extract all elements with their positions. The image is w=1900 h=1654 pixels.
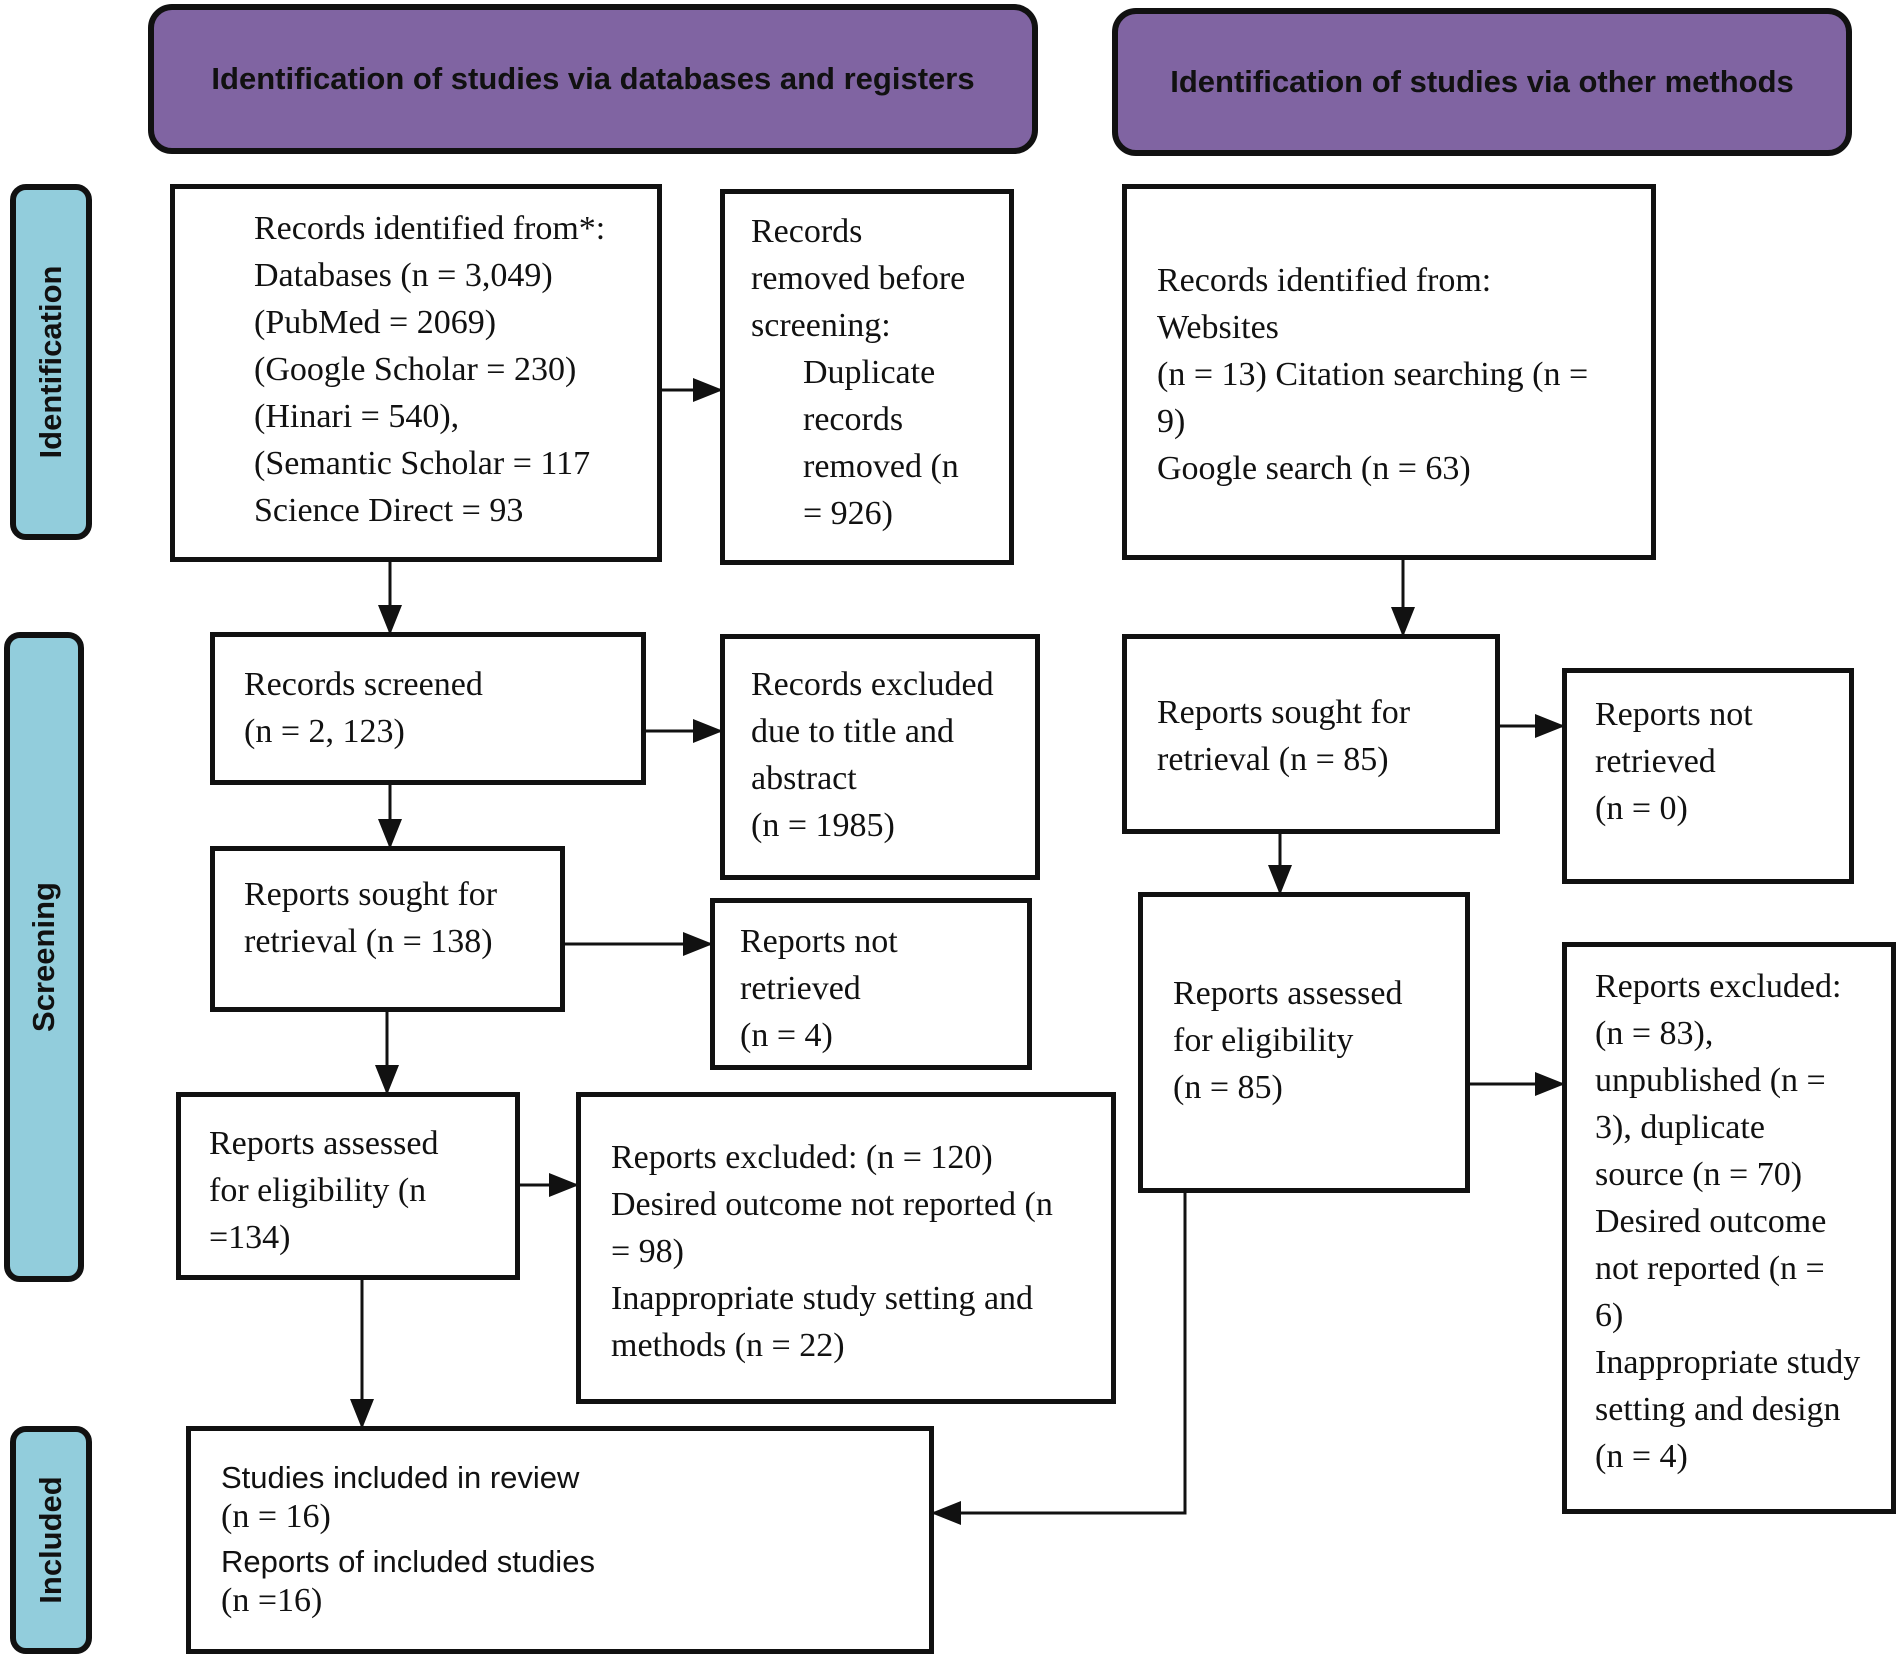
- text-line: (n = 85): [1173, 1069, 1283, 1106]
- text-line: (n = 1985): [751, 807, 895, 844]
- text-line: setting and design: [1595, 1391, 1841, 1428]
- text-line: (n = 4): [740, 1017, 833, 1054]
- box-reports-assessed-other: Reports assessed for eligibility (n = 85…: [1138, 892, 1470, 1193]
- text-line: for eligibility: [1173, 1022, 1354, 1059]
- text-line: retrieval (n = 138): [244, 923, 493, 960]
- text-line: unpublished (n =: [1595, 1062, 1826, 1099]
- text-line: retrieved: [1595, 743, 1716, 780]
- text-line: Records excluded: [751, 666, 994, 703]
- text-line: Reports assessed: [1173, 975, 1403, 1012]
- text-line: (n =16): [221, 1582, 323, 1619]
- text-line: Records screened: [244, 666, 483, 703]
- text-line: (n = 13) Citation searching (n =: [1157, 356, 1589, 393]
- box-reports-sought-other: Reports sought for retrieval (n = 85): [1122, 634, 1500, 834]
- box-records-removed: Records removed before screening: Duplic…: [720, 189, 1014, 565]
- text-line: Reports excluded:: [1595, 968, 1842, 1005]
- text-line: Reports sought for: [1157, 694, 1411, 731]
- box-reports-not-retrieved-other: Reports not retrieved (n = 0): [1562, 668, 1854, 884]
- box-studies-included: Studies included in review (n = 16) Repo…: [186, 1426, 934, 1654]
- text-line: Records identified from*:: [254, 210, 606, 247]
- header-databases-registers: Identification of studies via databases …: [148, 4, 1038, 154]
- text-line: Reports not: [740, 923, 898, 960]
- text-line: abstract: [751, 760, 857, 797]
- text-line: due to title and: [751, 713, 955, 750]
- text-line: (n = 2, 123): [244, 713, 405, 750]
- box-reports-not-retrieved-databases: Reports not retrieved (n = 4): [710, 898, 1032, 1070]
- phase-screening: Screening: [4, 632, 84, 1282]
- text-line: (Semantic Scholar = 117: [254, 445, 591, 482]
- text-line: source (n = 70): [1595, 1156, 1803, 1193]
- text-line: (n = 16): [221, 1498, 331, 1535]
- box-reports-assessed-databases: Reports assessed for eligibility (n =134…: [176, 1092, 520, 1280]
- text-line: Desired outcome not reported (n: [611, 1186, 1053, 1223]
- text-line: (n = 83),: [1595, 1015, 1714, 1052]
- text-line: Science Direct = 93: [254, 492, 524, 529]
- phase-included: Included: [10, 1426, 92, 1654]
- text-line: 3), duplicate: [1595, 1109, 1765, 1146]
- box-reports-excluded-databases: Reports excluded: (n = 120) Desired outc…: [576, 1092, 1116, 1404]
- text-line: Reports assessed: [209, 1125, 439, 1162]
- text-line: (Hinari = 540),: [254, 398, 460, 435]
- box-reports-sought-databases: Reports sought for retrieval (n = 138): [210, 846, 565, 1012]
- text-line: Reports of included studies: [221, 1544, 595, 1579]
- text-line: Studies included in review: [221, 1460, 580, 1495]
- text-line: Duplicate: [803, 354, 936, 391]
- text-line: 9): [1157, 403, 1186, 440]
- text-line: Reports sought for: [244, 876, 498, 913]
- box-reports-excluded-other: Reports excluded: (n = 83), unpublished …: [1562, 942, 1896, 1514]
- text-line: Databases (n = 3,049): [254, 257, 553, 294]
- box-records-identified-databases: Records identified from*: Databases (n =…: [170, 184, 662, 562]
- phase-identification: Identification: [10, 184, 92, 540]
- text-line: Reports not: [1595, 696, 1753, 733]
- text-line: screening:: [751, 307, 891, 344]
- text-line: =134): [209, 1219, 291, 1256]
- text-line: not reported (n =: [1595, 1250, 1825, 1287]
- header-other-methods: Identification of studies via other meth…: [1112, 8, 1852, 156]
- text-line: retrieval (n = 85): [1157, 741, 1389, 778]
- text-line: Records: [751, 213, 863, 250]
- box-records-screened: Records screened (n = 2, 123): [210, 632, 646, 785]
- text-line: methods (n = 22): [611, 1327, 845, 1364]
- arrow-other-assessed-to-included: [931, 1193, 1187, 1525]
- text-line: (n = 0): [1595, 790, 1688, 827]
- text-line: retrieved: [740, 970, 861, 1007]
- text-line: removed before: [751, 260, 966, 297]
- text-line: (Google Scholar = 230): [254, 351, 577, 388]
- header-databases-label: Identification of studies via databases …: [211, 61, 975, 96]
- box-records-identified-other: Records identified from: Websites (n = 1…: [1122, 184, 1656, 560]
- text-line: for eligibility (n: [209, 1172, 427, 1209]
- box-records-excluded: Records excluded due to title and abstra…: [720, 634, 1040, 880]
- text-line: Desired outcome: [1595, 1203, 1827, 1240]
- text-line: = 926): [803, 495, 893, 532]
- text-line: Inappropriate study: [1595, 1344, 1861, 1381]
- text-line: 6): [1595, 1297, 1624, 1334]
- text-line: Records identified from:: [1157, 262, 1492, 299]
- text-line: Reports excluded: (n = 120): [611, 1139, 993, 1176]
- text-line: (n = 4): [1595, 1438, 1688, 1475]
- text-line: Inappropriate study setting and: [611, 1280, 1034, 1317]
- text-line: Websites: [1157, 309, 1279, 346]
- text-line: removed (n: [803, 448, 959, 485]
- header-other-label: Identification of studies via other meth…: [1170, 64, 1794, 99]
- text-line: (PubMed = 2069): [254, 304, 497, 341]
- text-line: = 98): [611, 1233, 684, 1270]
- text-line: records: [803, 401, 904, 438]
- text-line: Google search (n = 63): [1157, 450, 1471, 487]
